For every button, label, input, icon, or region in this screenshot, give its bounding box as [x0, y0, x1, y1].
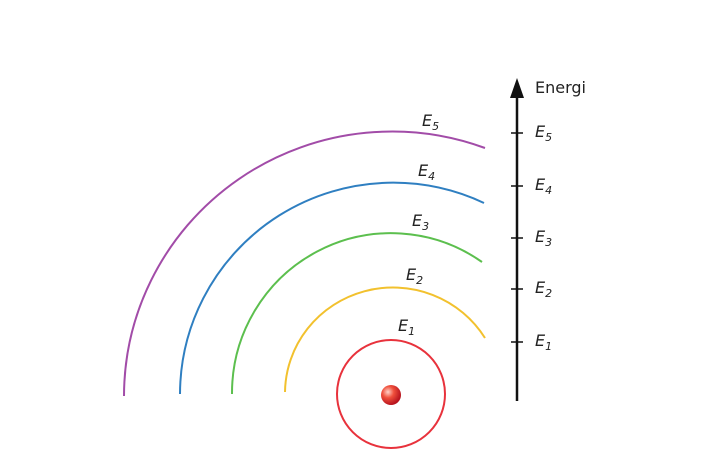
svg-text:E2: E2	[406, 265, 423, 287]
axis-label-e2: E2	[535, 278, 552, 300]
svg-text:E1: E1	[398, 316, 415, 338]
nucleus	[381, 385, 401, 405]
orbit-label-e3: E3	[412, 211, 429, 233]
orbit-e4	[179, 181, 485, 395]
orbit-e2	[284, 286, 486, 393]
svg-text:E1: E1	[535, 331, 552, 353]
svg-text:E3: E3	[535, 227, 552, 249]
svg-text:E4: E4	[535, 175, 552, 197]
svg-text:E5: E5	[422, 111, 439, 133]
svg-text:E5: E5	[535, 122, 552, 144]
svg-text:E3: E3	[412, 211, 429, 233]
axis-label-e3: E3	[535, 227, 552, 249]
orbit-e1	[336, 339, 446, 449]
arrow-up-icon	[510, 78, 524, 98]
axis-label-e4: E4	[535, 175, 552, 197]
orbit-label-e4: E4	[418, 161, 435, 183]
orbit-label-e5: E5	[422, 111, 439, 133]
svg-text:E2: E2	[535, 278, 552, 300]
axis-label-e1: E1	[535, 331, 552, 353]
orbit-label-e2: E2	[406, 265, 423, 287]
orbit-e5	[123, 130, 486, 397]
energy-axis-title: Energi	[535, 78, 586, 97]
axis-label-e5: E5	[535, 122, 552, 144]
svg-text:E4: E4	[418, 161, 435, 183]
orbit-label-e1: E1	[398, 316, 415, 338]
orbit-e3	[230, 232, 483, 395]
